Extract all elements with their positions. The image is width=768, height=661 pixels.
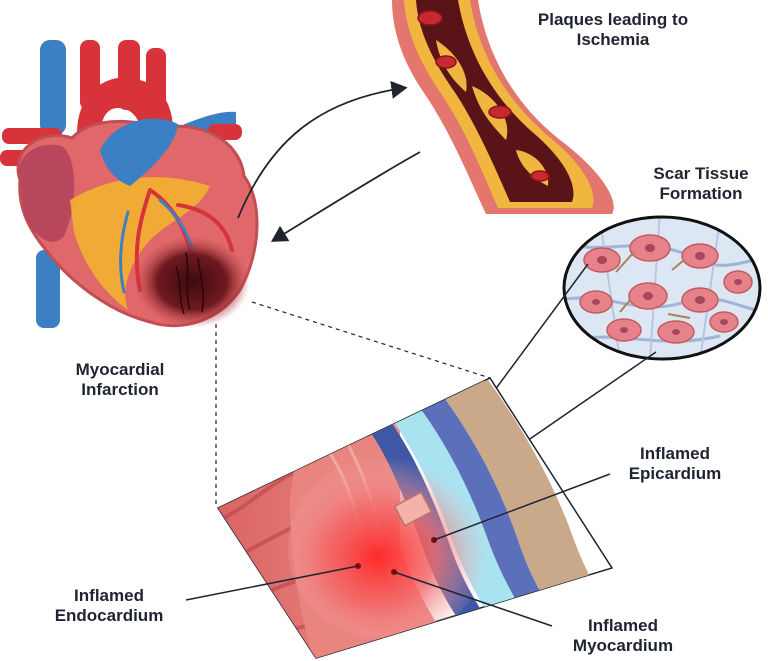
arrow-to-heart [274, 152, 420, 240]
label-inflamed-epicardium: Inflamed Epicardium [600, 444, 750, 484]
label-inflamed-myocardium: Inflamed Myocardium [548, 616, 698, 656]
label-plaques: Plaques leading to Ischemia [508, 10, 718, 50]
label-inflamed-endocardium: Inflamed Endocardium [34, 586, 184, 626]
scar-tissue-inset [560, 210, 768, 360]
zoom-line-1 [252, 302, 490, 378]
label-scar-tissue: Scar Tissue Formation [636, 164, 766, 204]
heart [0, 40, 257, 328]
inflammation-glow [288, 456, 488, 640]
infarct-region [134, 236, 250, 328]
arrow-to-artery [238, 88, 404, 218]
label-myocardial-infarction: Myocardial Infarction [40, 360, 200, 400]
svc-vessel [40, 40, 66, 135]
